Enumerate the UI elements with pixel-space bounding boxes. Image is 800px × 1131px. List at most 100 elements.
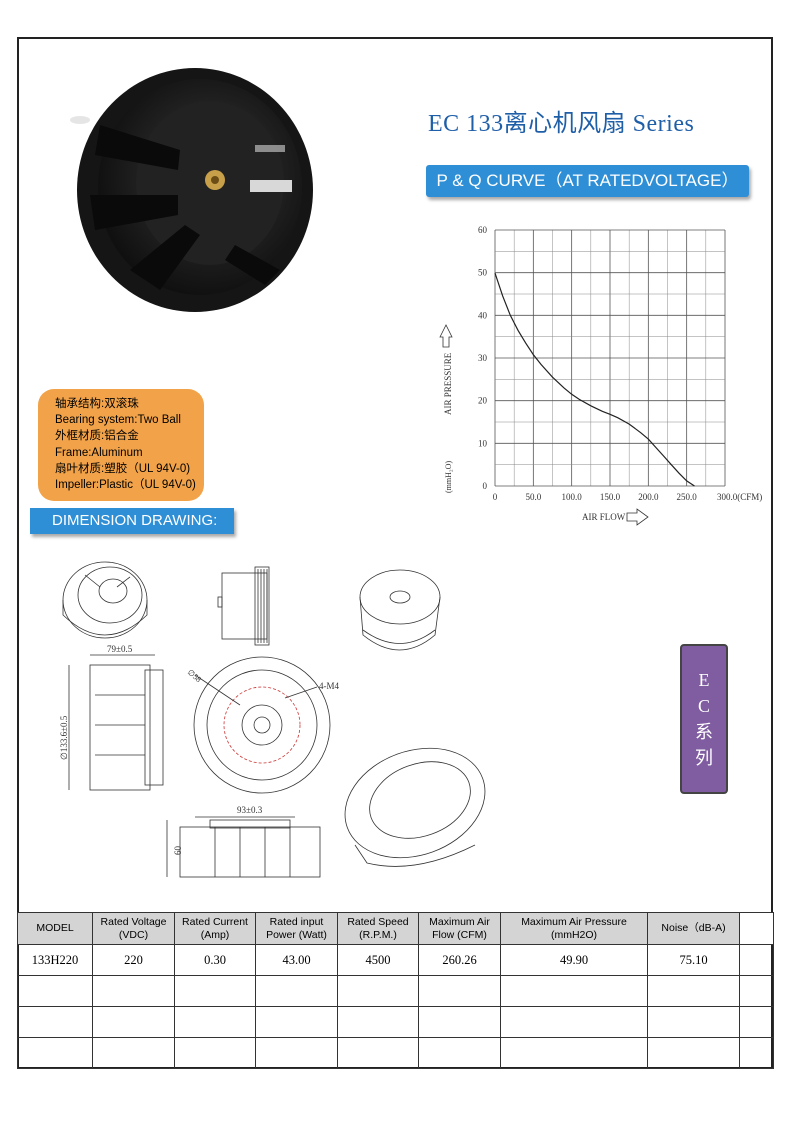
table-cell (500, 1006, 648, 1038)
table-cell (500, 1037, 648, 1069)
table-cell (174, 1006, 256, 1038)
header-airflow: Maximum Air Flow (CFM) (418, 912, 501, 945)
table-row (17, 975, 774, 1007)
y-tick-label: 10 (478, 438, 488, 448)
table-cell: 133H220 (17, 944, 93, 976)
y-tick-label: 40 (478, 310, 488, 320)
fan-product-photo (70, 68, 313, 312)
spec-table: MODEL Rated Voltage (VDC) Rated Current … (17, 912, 774, 1069)
table-cell (92, 1006, 175, 1038)
right-arrow-icon (626, 508, 649, 526)
info-line: Bearing system:Two Ball (55, 414, 181, 427)
info-line: 外框材质:铝合金 (55, 430, 139, 443)
pq-curve-chart: 0 50.0 100.0 150.0 200.0 250.0 300.0(CFM) 0 10 20… (439, 225, 762, 526)
dimension-drawings: 79±0.5 ∅133.6±0.5 ∅58 4-M4 93±0.3 60 (59, 561, 486, 878)
info-line: 轴承结构:双滚珠 (55, 398, 139, 410)
side-view (217, 566, 270, 646)
table-cell (739, 1037, 774, 1069)
table-row (17, 1006, 774, 1038)
table-cell: 260.26 (418, 944, 501, 976)
iso-view-top (62, 561, 148, 639)
table-cell (337, 1037, 419, 1069)
table-cell (337, 975, 419, 1007)
table-cell (418, 1037, 501, 1069)
ec-char: C (697, 696, 710, 716)
ec-char: E (698, 670, 710, 690)
table-cell (739, 1006, 774, 1038)
table-header-row: MODEL Rated Voltage (VDC) Rated Current … (17, 912, 774, 945)
table-cell: 0.30 (174, 944, 256, 976)
table-cell (739, 944, 774, 976)
y-axis-label: AIR PRESSURE (443, 352, 453, 415)
table-cell (647, 1006, 740, 1038)
table-cell (739, 975, 774, 1007)
pq-curve-banner: P & Q CURVE（AT RATEDVOLTAGE） (426, 165, 749, 197)
table-cell: 49.90 (500, 944, 648, 976)
table-cell (255, 975, 338, 1007)
table-cell (647, 1037, 740, 1069)
table-cell (418, 975, 501, 1007)
info-line: 扇叶材质:塑胶（UL 94V-0) (55, 462, 191, 475)
page-title: EC 133离心机风扇 Series (428, 111, 695, 137)
dim-label: 4-M4 (319, 681, 339, 691)
spec-info-box: 轴承结构:双滚珠 Bearing system:Two Ball 外框材质:铝合… (38, 389, 204, 501)
table-cell (255, 1037, 338, 1069)
ec-series-badge: E C 系 列 (680, 644, 728, 794)
y-tick-label: 30 (478, 353, 488, 363)
header-noise: Noise（dB-A) (647, 912, 740, 945)
table-cell (17, 1037, 93, 1069)
header-voltage: Rated Voltage (VDC) (92, 912, 175, 945)
table-cell: 220 (92, 944, 175, 976)
dim-label: 93±0.3 (237, 805, 263, 815)
y-tick-label: 60 (478, 225, 488, 235)
pq-curve-line (494, 272, 695, 487)
dimension-drawing-banner: DIMENSION DRAWING: (30, 508, 234, 534)
info-line: Impeller:Plastic（UL 94V-0) (55, 479, 196, 492)
table-cell (92, 975, 175, 1007)
y-axis-unit: (mmH₂O) (444, 461, 453, 493)
header-model: MODEL (17, 912, 93, 945)
table-cell (17, 975, 93, 1007)
front-elevation: 79±0.5 ∅133.6±0.5 (59, 644, 164, 791)
ec-char: 系 (695, 722, 713, 742)
iso-view-cylinder (359, 569, 441, 651)
dim-label: ∅133.6±0.5 (59, 715, 69, 760)
x-tick-label: 50.0 (525, 492, 541, 502)
y-tick-label: 0 (483, 481, 488, 491)
table-cell (255, 1006, 338, 1038)
header-pressure: Maximum Air Pressure (mmH2O) (500, 912, 648, 945)
table-cell (174, 975, 256, 1007)
dim-label: 79±0.5 (107, 644, 133, 654)
header-power: Rated input Power (Watt) (255, 912, 338, 945)
table-cell (647, 975, 740, 1007)
y-tick-label: 50 (478, 268, 488, 278)
x-tick-label: 200.0 (638, 492, 659, 502)
header-blank (739, 912, 774, 945)
table-row: 133H220 220 0.30 43.00 4500 260.26 49.90… (17, 944, 774, 976)
x-tick-label: 250.0 (677, 492, 698, 502)
table-cell (174, 1037, 256, 1069)
x-tick-label: 300.0(CFM) (717, 492, 762, 502)
front-circle-view: ∅58 4-M4 (186, 656, 339, 794)
table-cell (92, 1037, 175, 1069)
x-tick-label: 150.0 (600, 492, 621, 502)
table-cell (418, 1006, 501, 1038)
table-row (17, 1037, 774, 1069)
bottom-elevation: 93±0.3 60 (166, 805, 321, 878)
table-cell (500, 975, 648, 1007)
table-cell: 43.00 (255, 944, 338, 976)
header-speed: Rated Speed (R.P.M.) (337, 912, 419, 945)
info-line: Frame:Aluminum (55, 446, 143, 459)
up-arrow-icon (439, 324, 453, 348)
header-current: Rated Current (Amp) (174, 912, 256, 945)
iso-view-bottom (344, 747, 486, 867)
x-axis-label: AIR FLOW (582, 512, 626, 522)
dim-label: ∅58 (186, 668, 203, 685)
table-cell (17, 1006, 93, 1038)
table-cell: 4500 (337, 944, 419, 976)
x-tick-label: 0 (493, 492, 498, 502)
y-tick-label: 20 (478, 396, 488, 406)
ec-char: 列 (695, 748, 713, 768)
x-tick-label: 100.0 (562, 492, 583, 502)
table-cell (337, 1006, 419, 1038)
